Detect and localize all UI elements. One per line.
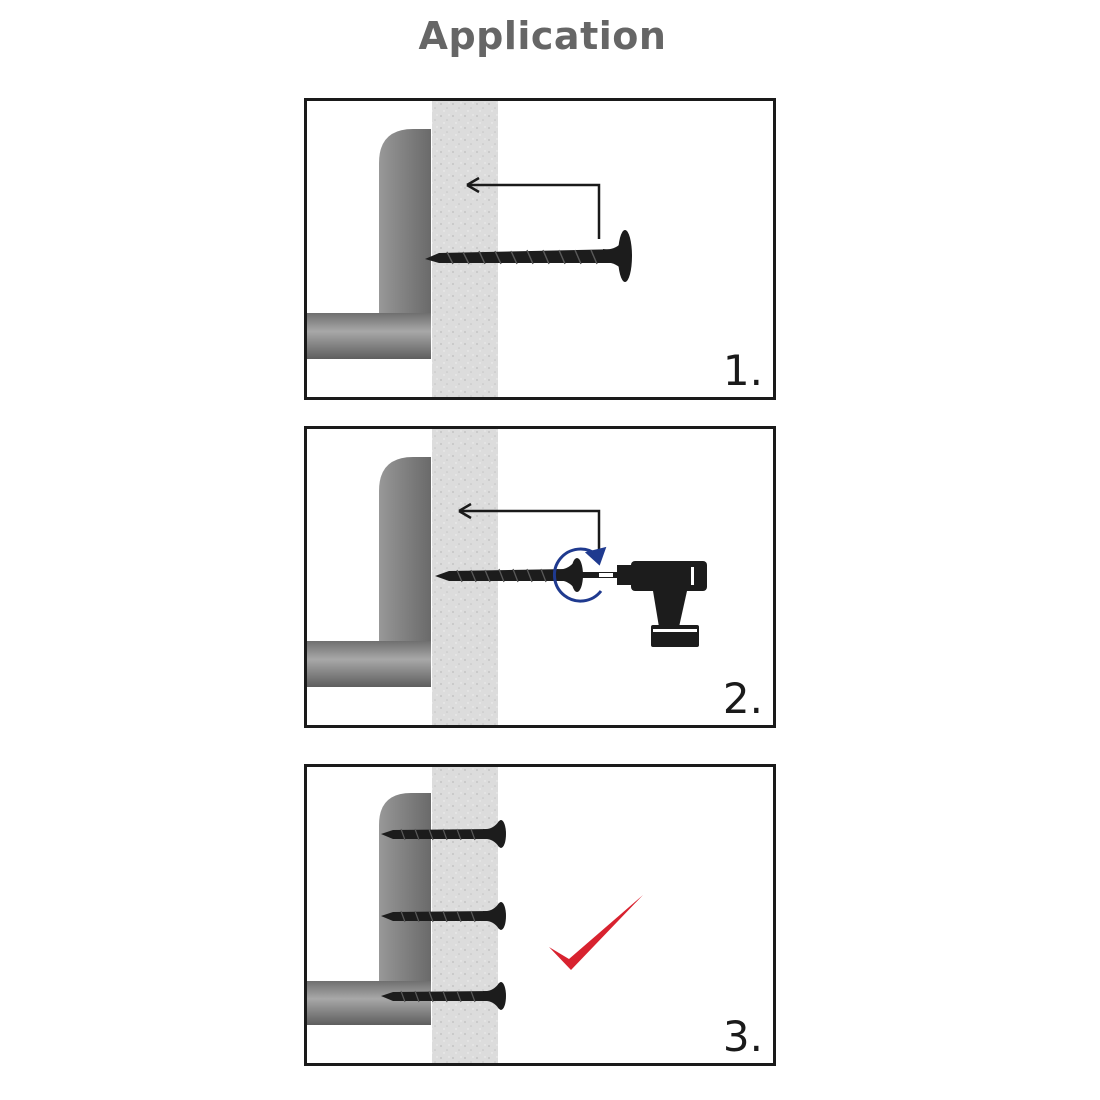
screw <box>381 902 506 930</box>
bracket <box>307 793 431 1025</box>
step-1-panel: 1. <box>304 98 776 400</box>
step-number: 2. <box>722 674 763 723</box>
bracket <box>307 457 431 687</box>
bracket <box>307 129 431 359</box>
step-2-illustration <box>307 429 707 725</box>
step-number: 3. <box>722 1012 763 1061</box>
insert-arrow <box>458 502 601 553</box>
checkmark-icon <box>549 895 643 970</box>
insert-arrow <box>466 176 601 239</box>
step-3-illustration <box>307 767 643 1063</box>
screw <box>435 558 583 592</box>
step-1-illustration <box>307 101 632 397</box>
screw <box>381 820 506 848</box>
screw <box>425 230 632 282</box>
page-title: Application <box>418 14 667 58</box>
rotation-arrow <box>552 546 607 603</box>
step-2-panel: 2. <box>304 426 776 728</box>
step-3-panel: 3. <box>304 764 776 1066</box>
screw <box>381 982 506 1010</box>
wall <box>432 101 498 397</box>
cordless-drill-icon <box>581 561 707 647</box>
step-number: 1. <box>722 346 763 395</box>
